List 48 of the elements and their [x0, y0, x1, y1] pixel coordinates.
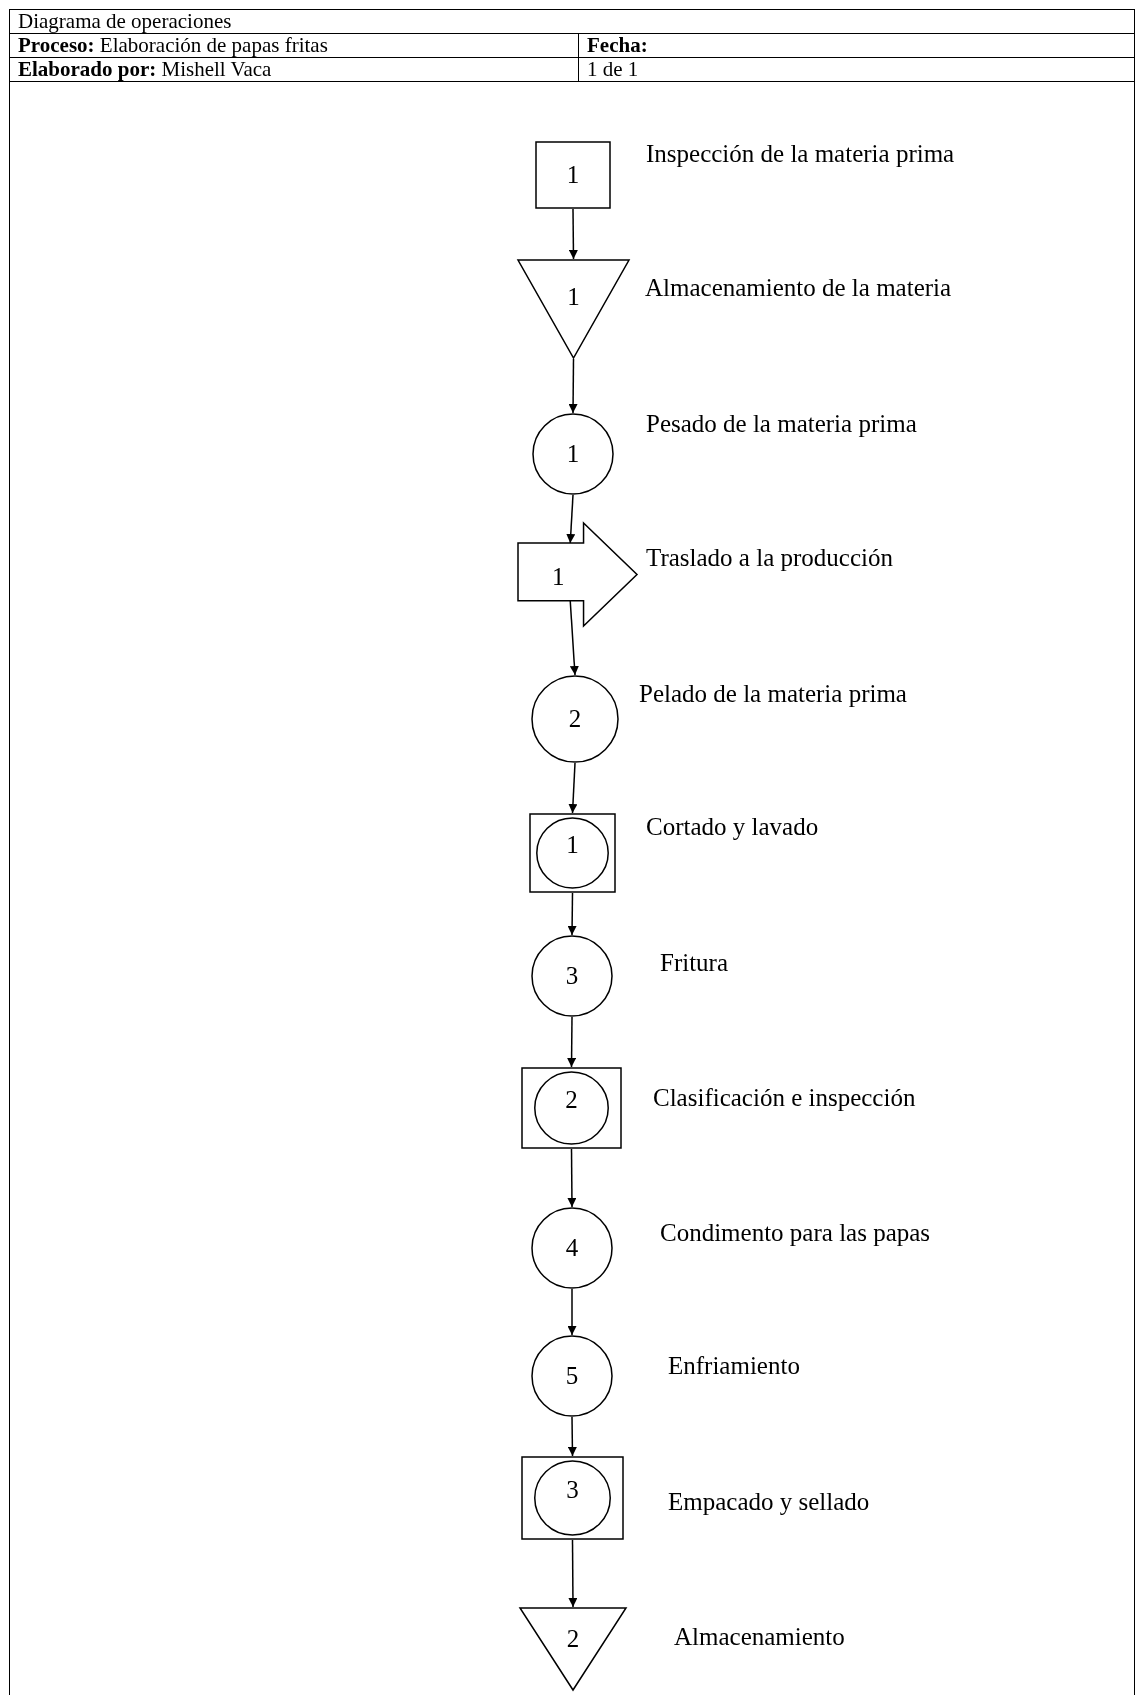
arrow: [568, 358, 578, 414]
storage-triangle: [519, 1607, 627, 1691]
step-description: Almacenamiento: [674, 1623, 845, 1651]
step-description: Enfriamiento: [668, 1352, 800, 1380]
step-description: Traslado a la producción: [646, 544, 893, 572]
step-description: Empacado y sellado: [668, 1488, 870, 1516]
arrow: [568, 208, 578, 260]
step-number: 1: [567, 283, 580, 311]
operation-circle: [531, 1207, 613, 1289]
operation-circle: [531, 935, 613, 1017]
step-description: Pesado de la materia prima: [646, 410, 917, 438]
arrow: [567, 1148, 577, 1208]
step-number: 3: [565, 962, 579, 990]
step-number: 5: [565, 1362, 579, 1390]
step-number: 4: [565, 1234, 579, 1262]
arrow: [567, 1416, 577, 1457]
arrow: [568, 1539, 578, 1608]
step-description: Fritura: [660, 949, 729, 977]
table-header-cell: Diagrama de operaciones: [9, 9, 1135, 34]
operation-circle: [531, 1335, 613, 1417]
operation-circle: [532, 413, 614, 495]
operation-circle: [531, 675, 619, 763]
step-number: 1: [566, 831, 579, 859]
arrow: [567, 892, 577, 936]
arrow: [567, 1288, 577, 1336]
step-number: 2: [568, 705, 582, 733]
step-number: 2: [566, 1624, 580, 1653]
step-number: 2: [565, 1085, 578, 1114]
step-description: Cortado y lavado: [646, 813, 819, 841]
arrow: [568, 762, 578, 814]
transport-symbol: [517, 522, 638, 627]
combined-operation-symbol: [521, 1067, 622, 1149]
step-description: Pelado de la materia prima: [639, 680, 907, 708]
inspection-square: [535, 141, 611, 209]
step-description: Condimento para las papas: [660, 1219, 931, 1247]
arrow: [569, 600, 579, 676]
step-number: 1: [566, 440, 580, 468]
arrow: [567, 1016, 577, 1068]
arrow: [566, 494, 576, 544]
step-number: 1: [566, 161, 580, 189]
step-number: 3: [566, 1475, 579, 1504]
step-description: Almacenamiento de la materia: [645, 274, 952, 302]
combined-operation-symbol: [521, 1456, 624, 1540]
combined-operation-symbol: [529, 813, 616, 893]
step-description: Inspección de la materia prima: [646, 140, 955, 168]
step-description: Clasificación e inspección: [653, 1084, 916, 1112]
storage-triangle: [517, 259, 630, 359]
step-number: 1: [551, 562, 565, 591]
